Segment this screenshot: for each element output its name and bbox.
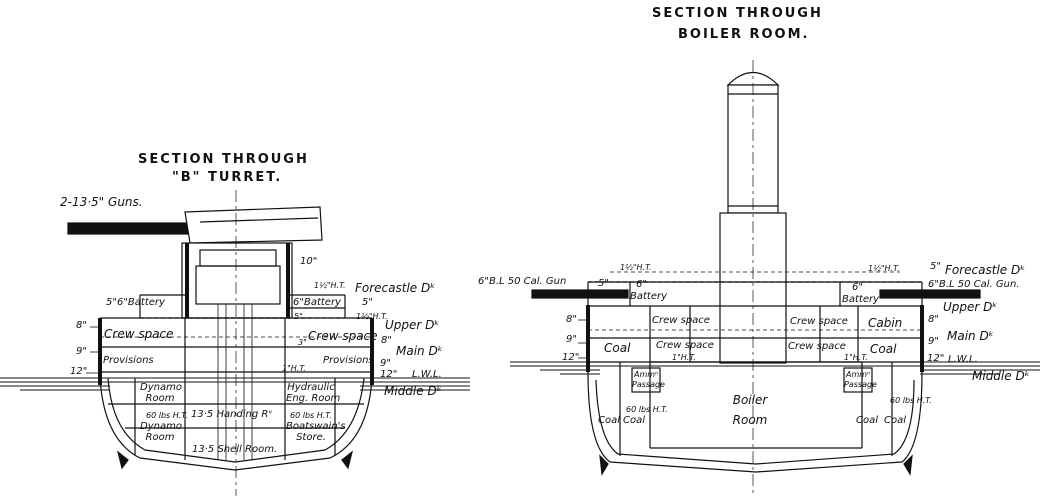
ht-left-label: 1½"H.T. [620,263,652,272]
ht-right-b-label: 1½"H.T. [868,264,900,273]
dynamo-2-label: Dynamo [140,421,182,432]
amm-left-label: Ammⁿ [634,370,659,379]
coal-wr-label: Coal [856,415,879,426]
boiler-room-label: Room [732,413,768,427]
boatswain-2-label: Store. [296,432,326,443]
ht-b-label: 1½"H.T. [356,312,388,321]
middle-dk-b-label: Middle Dᵏ [972,369,1030,383]
battery-right-b-label: Battery [842,294,880,305]
boiler-section [510,60,1040,496]
coal-wr2-label: Coal [884,415,907,426]
forecastle-label: Forecastle Dᵏ [355,281,436,295]
crew-left-label: Crew space [104,327,174,341]
armor-9-left-b-label: 9" [566,334,577,345]
crew-right-label: Crew space [308,329,378,343]
handling-room-label: 13·5 Handing Rᵛ [191,409,273,420]
lbs-right-b-label: 60 lbs H.T. [890,396,932,405]
ht-1-right-b-label: 1"H.T. [844,353,868,362]
armor-12-right-b-label: 12" [927,353,945,364]
shell-room-label: 13·5 Shell Room. [192,444,278,455]
ht-label: 1½"H.T. [314,281,346,290]
dynamo-2b-label: Room [145,432,175,443]
turret-title-line2: "B" TURRET. [172,170,283,185]
lbs-left-b-label: 60 lbs H.T. [626,405,668,414]
dynamo-1-label: Dynamo [140,382,182,393]
crew-left-b-label: Crew space [652,315,710,326]
coal-left-label: Coal [604,341,631,355]
gun-left-label: 6"B.L 50 Cal. Gun [478,276,567,287]
battery-left-label: 5"6"Battery [106,297,165,308]
armor-8-left-label: 8" [76,320,87,331]
prov-right-label: Provisions [323,355,374,366]
armor-12-left-label: 12" [70,366,88,377]
main-dk-label: Main Dᵏ [396,344,443,358]
armor-8-right-label: 8" [381,335,392,346]
turret-guns [67,206,323,244]
hydraulic-label: Hydraulic [287,382,335,393]
boatswain-label: Boatswain's [286,421,346,432]
armor-12-right-label: 12" [380,369,398,380]
armor-3-label: 3" [298,338,307,347]
turret-hull [86,190,374,496]
main-dk-b-label: Main Dᵏ [947,329,994,343]
boiler-guns [531,289,981,299]
gun-right-label: 6"B.L 50 Cal. Gun. [928,279,1020,290]
six-left-label: 6" [636,279,647,290]
coal-wl-label: Coal [598,415,621,426]
battery-right-label: 6"Battery [293,297,341,308]
coal-wl2-label: Coal [623,415,646,426]
guns-label: 2-13·5" Guns. [60,195,143,209]
armor-9-right-b-label: 9" [928,336,939,347]
armor-5-label: 5" [362,297,373,308]
turret-housing [181,242,293,319]
boiler-hull [578,60,924,496]
dynamo-1b-label: Room [145,393,175,404]
armor-8-left-b-label: 8" [566,314,577,325]
turret-title-line1: SECTION THROUGH [138,152,309,167]
ht-1-label: 1"H.T. [282,364,306,373]
crew-right-2-label: Crew space [788,341,846,352]
armor-5-small-label: 5" [294,312,303,321]
upper-dk-label: Upper Dᵏ [385,318,440,332]
armor-10-label: 10" [300,256,318,267]
turret-waterlines [0,377,470,391]
lbs-right-label: 60 lbs H.T. [290,411,332,420]
amm-right-2-label: Passage [844,380,877,389]
six-right-label: 6" [852,282,863,293]
lbs-left-label: 60 lbs H.T. [146,411,188,420]
lwl-label: L.W.L. [412,369,442,380]
crew-left-2-label: Crew space [656,340,714,351]
forecastle-b-label: Forecastle Dᵏ [945,263,1026,277]
armor-9-left-label: 9" [76,346,87,357]
battery-left-b-label: Battery [630,291,668,302]
middle-dk-label: Middle Dᵏ [384,384,442,398]
turret-section [0,60,1040,496]
coal-right-label: Coal [870,342,897,356]
boiler-title-line2: BOILER ROOM. [678,27,810,42]
armor-9-right-label: 9" [380,358,391,369]
armor-8-right-b-label: 8" [928,314,939,325]
cabin-label: Cabin [868,316,903,330]
boiler-title-line1: SECTION THROUGH [652,6,823,21]
amm-left-2-label: Passage [632,380,665,389]
hydraulic-2-label: Eng. Room [286,393,341,404]
armor-5-right-b-label: 5" [930,261,941,272]
upper-dk-b-label: Upper Dᵏ [943,300,998,314]
armor-5-left-label: 5" [598,278,609,289]
boiler-label: Boiler [732,393,768,407]
crew-right-b-label: Crew space [790,316,848,327]
amm-right-label: Ammⁿ [846,370,871,379]
armor-12-left-b-label: 12" [562,352,580,363]
prov-left-label: Provisions [103,355,154,366]
ht-1-left-b-label: 1"H.T. [672,353,696,362]
lwl-b-label: L.W.L. [948,354,978,365]
